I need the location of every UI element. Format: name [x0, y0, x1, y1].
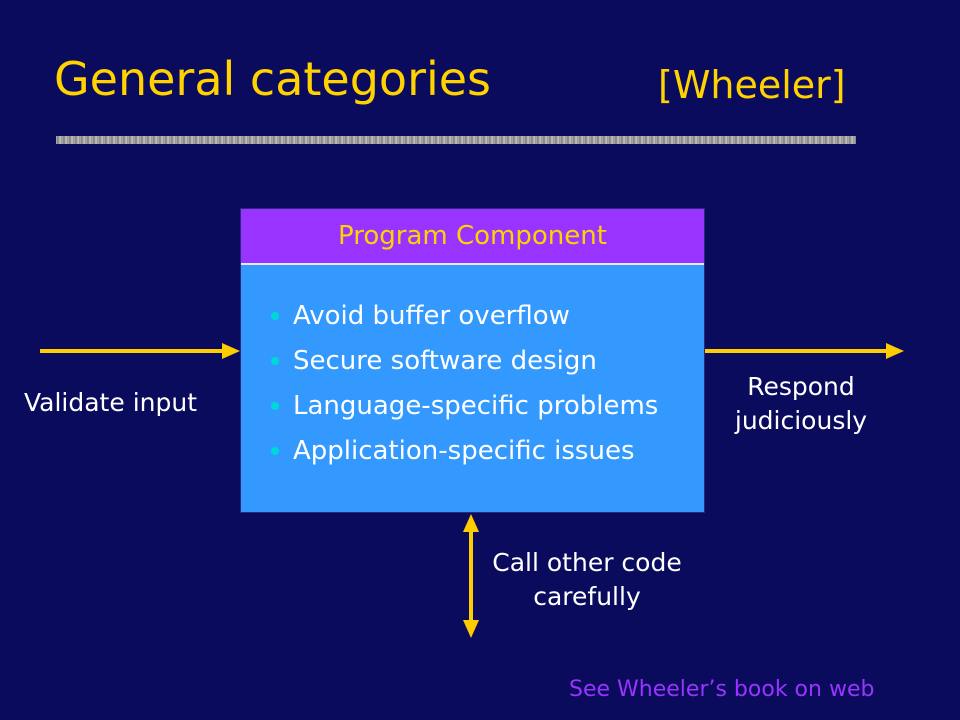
slide-title: General categories [54, 52, 492, 106]
bullet-item: Secure software design [269, 348, 658, 393]
program-component-box: Program Component Avoid buffer overflow … [240, 208, 705, 513]
bullet-dot-icon [271, 402, 279, 410]
bullet-dot-icon [271, 312, 279, 320]
bullet-list: Avoid buffer overflow Secure software de… [269, 303, 658, 483]
bullet-item: Language-specific problems [269, 393, 658, 438]
call-label: Call other code carefully [472, 546, 702, 614]
bullet-text: Avoid buffer overflow [293, 301, 570, 331]
output-arrow [705, 343, 904, 359]
output-label-line: Respond [747, 372, 855, 401]
footnote-link: See Wheeler’s book on web [569, 677, 875, 702]
bullet-text: Language-specific problems [293, 391, 659, 421]
call-label-line: carefully [533, 582, 641, 611]
call-label-line: Call other code [492, 548, 682, 577]
title-underline [56, 136, 856, 144]
call-arrow [463, 514, 479, 638]
bullet-item: Application-specific issues [269, 438, 658, 483]
bullet-text: Secure software design [293, 346, 597, 376]
bullet-item: Avoid buffer overflow [269, 303, 658, 348]
bullet-text: Application-specific issues [293, 436, 635, 466]
output-label: Respond judiciously [716, 370, 886, 438]
bullet-dot-icon [271, 447, 279, 455]
component-header: Program Component [241, 209, 704, 265]
input-label: Validate input [24, 388, 197, 417]
bullet-dot-icon [271, 357, 279, 365]
input-arrow [40, 343, 240, 359]
title-citation: [Wheeler] [658, 63, 846, 107]
output-label-line: judiciously [734, 406, 868, 435]
